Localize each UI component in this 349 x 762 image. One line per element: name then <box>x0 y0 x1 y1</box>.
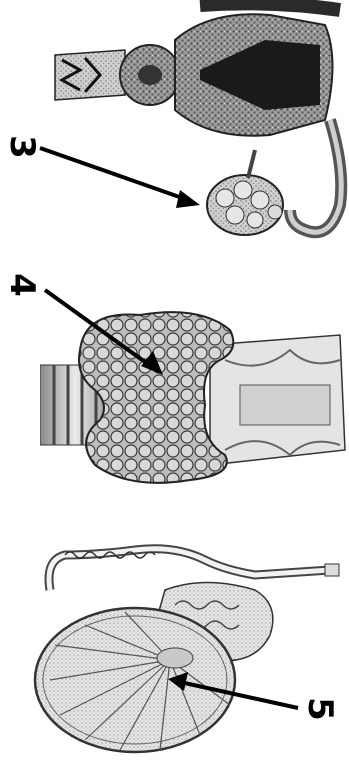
label-4: 4 <box>5 273 39 297</box>
label-5: 5 <box>303 697 337 721</box>
label-3: 3 <box>5 135 39 159</box>
arrow-5 <box>150 640 349 750</box>
